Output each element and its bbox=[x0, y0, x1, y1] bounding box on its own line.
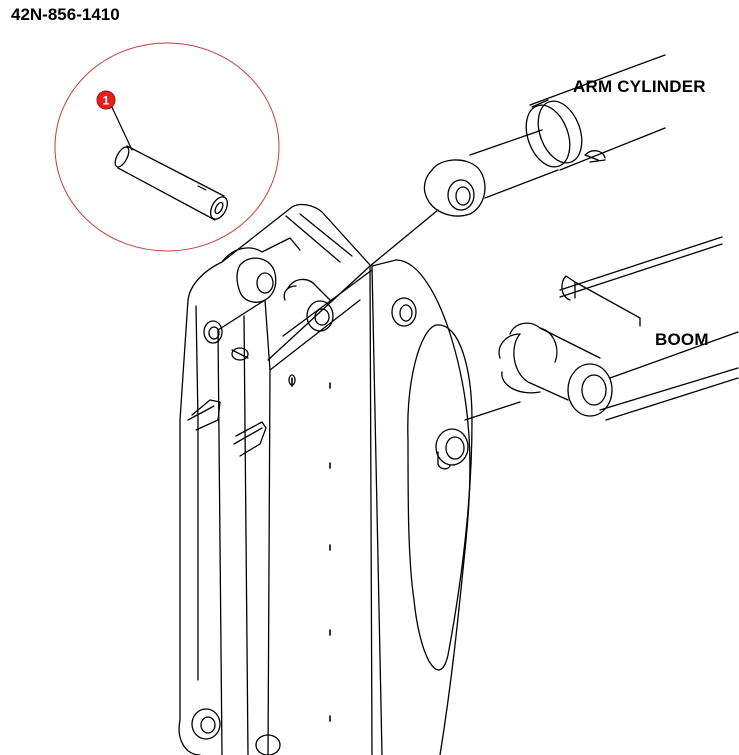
boom-label: BOOM bbox=[655, 330, 709, 349]
leader-line-arm-cylinder bbox=[369, 209, 439, 267]
callout-badge-1 bbox=[96, 90, 116, 110]
callout-1: 1 bbox=[54, 42, 280, 252]
callout-circle bbox=[54, 42, 280, 252]
arm-cylinder bbox=[423, 54, 666, 217]
part-number-title: 42N-856-1410 bbox=[11, 5, 120, 24]
arm-cylinder-label: ARM CYLINDER bbox=[573, 77, 706, 96]
arm-structure bbox=[178, 203, 473, 755]
leader-line-boom bbox=[464, 401, 521, 421]
pin-part bbox=[114, 145, 229, 221]
callout-number-1: 1 bbox=[103, 94, 110, 108]
boom bbox=[498, 236, 739, 421]
